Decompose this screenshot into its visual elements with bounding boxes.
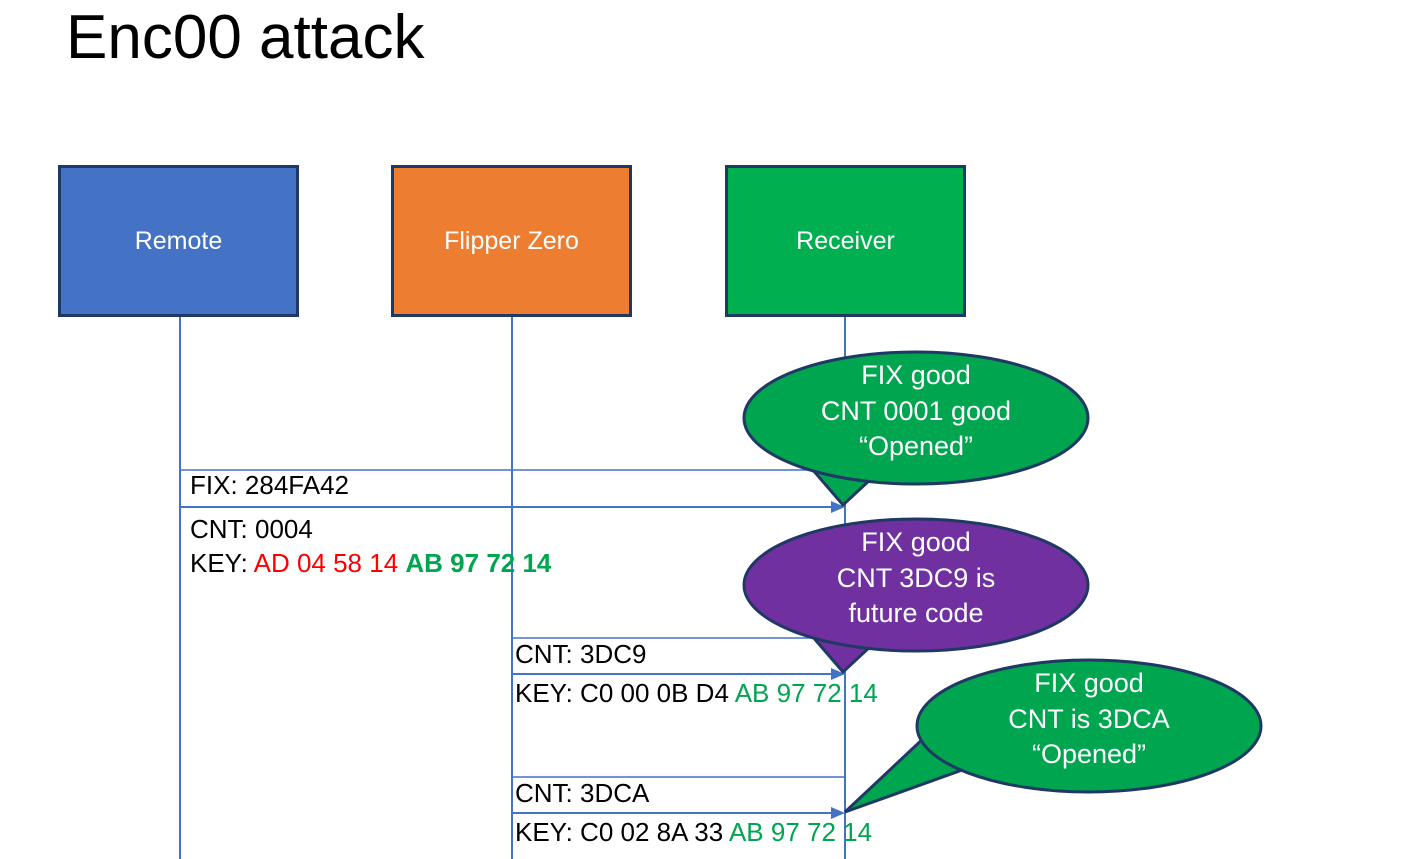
actor-label-remote: Remote [134,226,223,255]
message-2-cnt-label: CNT: 3DC9 [515,639,647,669]
message-2-key-prefix: KEY: C0 00 0B D4 [515,678,735,708]
message-1-key-label: KEY: AD 04 58 14 AB 97 72 14 [190,548,552,579]
message-3-cnt-label: CNT: 3DCA [515,778,650,808]
message-arrow-3 [512,807,845,819]
actor-box-receiver[interactable]: Receiver [725,165,966,317]
callout-2-shape [742,517,1090,675]
actor-box-flipper-zero[interactable]: Flipper Zero [391,165,632,317]
actor-label-flipper-zero: Flipper Zero [444,226,579,255]
callout-1-shape [742,350,1090,508]
message-arrow-2 [512,668,845,680]
message-1-key-green: AB 97 72 14 [405,548,552,578]
actor-label-receiver: Receiver [796,226,895,255]
message-1-key-prefix: KEY: [190,548,254,578]
message-1-key-red: AD 04 58 14 [253,548,399,578]
message-3-key-prefix: KEY: C0 02 8A 33 [515,817,729,847]
message-3-key-label: KEY: C0 02 8A 33 AB 97 72 14 [515,817,873,848]
message-1-fix-label: FIX: 284FA42 [190,470,349,500]
page-title: Enc00 attack [66,3,425,72]
callout-3-shape [843,658,1263,814]
message-3-key-green: AB 97 72 14 [728,817,873,847]
message-2-key-label: KEY: C0 00 0B D4 AB 97 72 14 [515,678,878,709]
message-arrow-1 [180,501,845,513]
message-1-cnt-label: CNT: 0004 [190,514,313,544]
actor-box-remote[interactable]: Remote [58,165,299,317]
message-2-key-green: AB 97 72 14 [734,678,878,708]
